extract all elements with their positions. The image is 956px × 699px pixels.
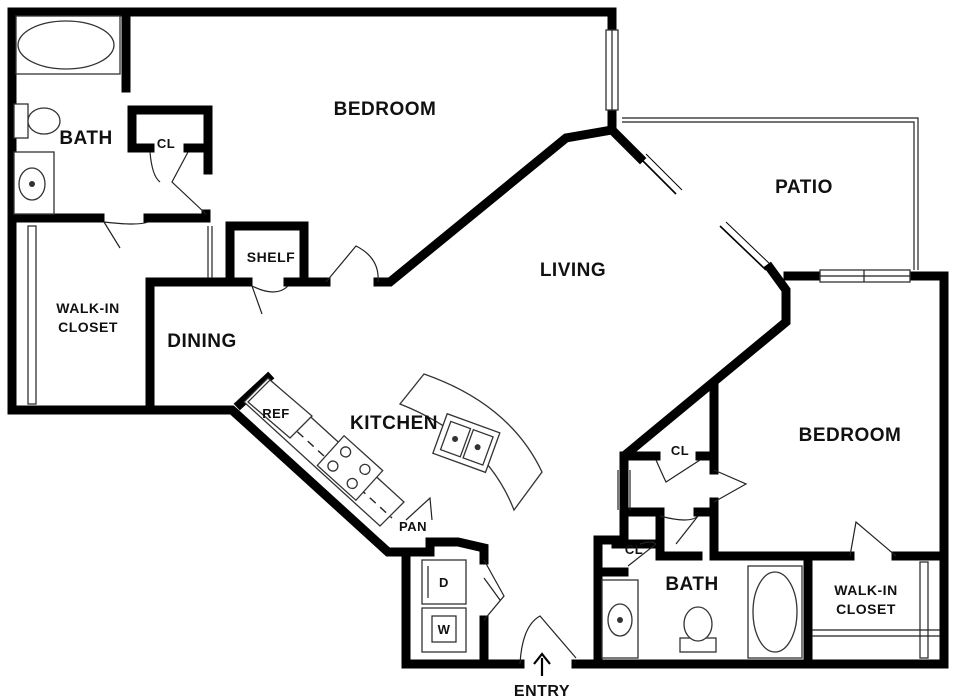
patio-outline (622, 117, 919, 270)
label-shelf: SHELF (247, 249, 295, 265)
label-kitchen: KITCHEN (350, 413, 438, 434)
label-walkin-right-2: CLOSET (836, 601, 896, 617)
bathtub-icon (17, 20, 115, 70)
label-walkin-right-1: WALK-IN (834, 582, 897, 598)
label-bath-left: BATH (59, 128, 112, 149)
door-swings (103, 151, 897, 665)
label-washer: W (438, 622, 451, 637)
label-dining: DINING (167, 331, 237, 352)
up-arrow-icon (533, 652, 551, 676)
sliding-door (639, 153, 773, 271)
windows (27, 29, 940, 659)
washer-box (421, 607, 467, 653)
room-labels: BEDROOM BATH CL SHELF WALK-IN CLOSET DIN… (56, 99, 901, 637)
label-closet-left: CL (157, 136, 175, 151)
toilet-icon (27, 107, 61, 135)
label-patio: PATIO (775, 177, 833, 198)
label-closet-right-upper: CL (671, 443, 689, 458)
dryer-box (421, 559, 467, 605)
label-closet-right-lower: CL (625, 542, 643, 557)
label-bedroom-second: BEDROOM (799, 425, 902, 446)
label-bath-right: BATH (665, 574, 718, 595)
label-living: LIVING (540, 260, 606, 281)
label-refrigerator: REF (262, 406, 290, 421)
label-bedroom-main: BEDROOM (334, 99, 437, 120)
bathtub-icon (752, 571, 798, 653)
toilet-icon (683, 606, 713, 642)
label-dryer: D (439, 575, 449, 590)
walls (7, 7, 949, 669)
refrigerator-box (247, 379, 313, 439)
kitchen-sink-icon (432, 412, 501, 474)
label-walkin-left-1: WALK-IN (56, 300, 119, 316)
fixtures (13, 15, 803, 659)
stove-icon (316, 434, 384, 502)
label-pantry: PAN (399, 519, 427, 534)
label-entry: ENTRY (514, 683, 570, 699)
entry-marker: ENTRY (514, 652, 570, 699)
label-walkin-left-2: CLOSET (58, 319, 118, 335)
